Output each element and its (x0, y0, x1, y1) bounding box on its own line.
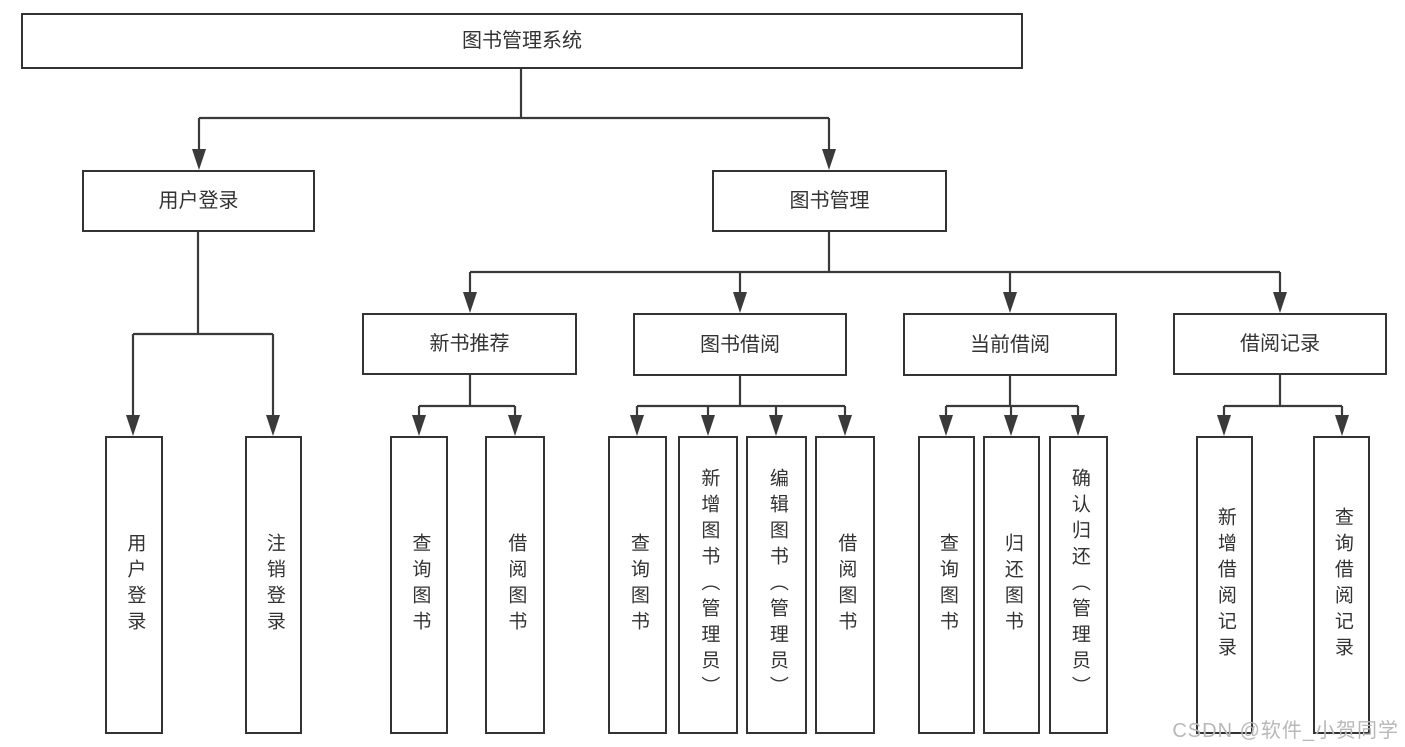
node-book-borrowing-label: 图书借阅 (700, 333, 780, 356)
node-new-book-recommend: 新书推荐 (362, 313, 577, 375)
node-user-login: 用户登录 (82, 170, 315, 232)
leaf-query-borrow-record: 查询借阅记录 (1313, 436, 1370, 734)
leaf-borrow-books-recommend-label: 借阅图书 (505, 533, 527, 637)
leaf-logout-label: 注销登录 (263, 533, 285, 637)
leaf-borrow-books-label: 借阅图书 (835, 533, 857, 637)
leaf-add-books-admin: 新增图书（管理员） (678, 436, 738, 734)
leaf-add-borrow-record: 新增借阅记录 (1196, 436, 1253, 734)
leaf-return-books-label: 归还图书 (1001, 533, 1023, 637)
leaf-confirm-return-admin: 确认归还（管理员） (1049, 436, 1108, 734)
leaf-borrow-books: 借阅图书 (815, 436, 875, 734)
node-root: 图书管理系统 (21, 13, 1023, 69)
leaf-edit-books-admin-label: 编辑图书（管理员） (766, 468, 788, 702)
leaf-query-books-recommend: 查询图书 (390, 436, 448, 734)
leaf-confirm-return-admin-label: 确认归还（管理员） (1068, 468, 1090, 702)
leaf-user-login-label: 用户登录 (124, 533, 146, 637)
node-current-borrowing: 当前借阅 (903, 313, 1117, 376)
leaf-query-books-recommend-label: 查询图书 (409, 533, 431, 637)
node-current-borrowing-label: 当前借阅 (970, 333, 1050, 356)
leaf-query-books-borrowing-label: 查询图书 (627, 533, 649, 637)
leaf-user-login: 用户登录 (105, 436, 163, 734)
watermark: CSDN @软件_小贺同学 (1172, 720, 1399, 742)
leaf-borrow-books-recommend: 借阅图书 (485, 436, 545, 734)
leaf-query-books-current: 查询图书 (918, 436, 975, 734)
node-book-borrowing: 图书借阅 (633, 313, 847, 376)
node-root-label: 图书管理系统 (462, 30, 582, 52)
leaf-logout: 注销登录 (245, 436, 302, 734)
node-book-management: 图书管理 (712, 170, 947, 232)
leaf-query-borrow-record-label: 查询借阅记录 (1331, 507, 1353, 663)
node-user-login-label: 用户登录 (158, 190, 239, 212)
leaf-query-books-borrowing: 查询图书 (608, 436, 667, 734)
leaf-edit-books-admin: 编辑图书（管理员） (746, 436, 807, 734)
node-borrowing-records: 借阅记录 (1173, 313, 1387, 375)
node-book-management-label: 图书管理 (789, 190, 870, 212)
node-borrowing-records-label: 借阅记录 (1240, 333, 1320, 355)
node-new-book-recommend-label: 新书推荐 (429, 333, 510, 355)
leaf-add-borrow-record-label: 新增借阅记录 (1214, 507, 1236, 663)
leaf-query-books-current-label: 查询图书 (936, 533, 958, 637)
leaf-add-books-admin-label: 新增图书（管理员） (698, 468, 720, 702)
leaf-return-books: 归还图书 (983, 436, 1040, 734)
